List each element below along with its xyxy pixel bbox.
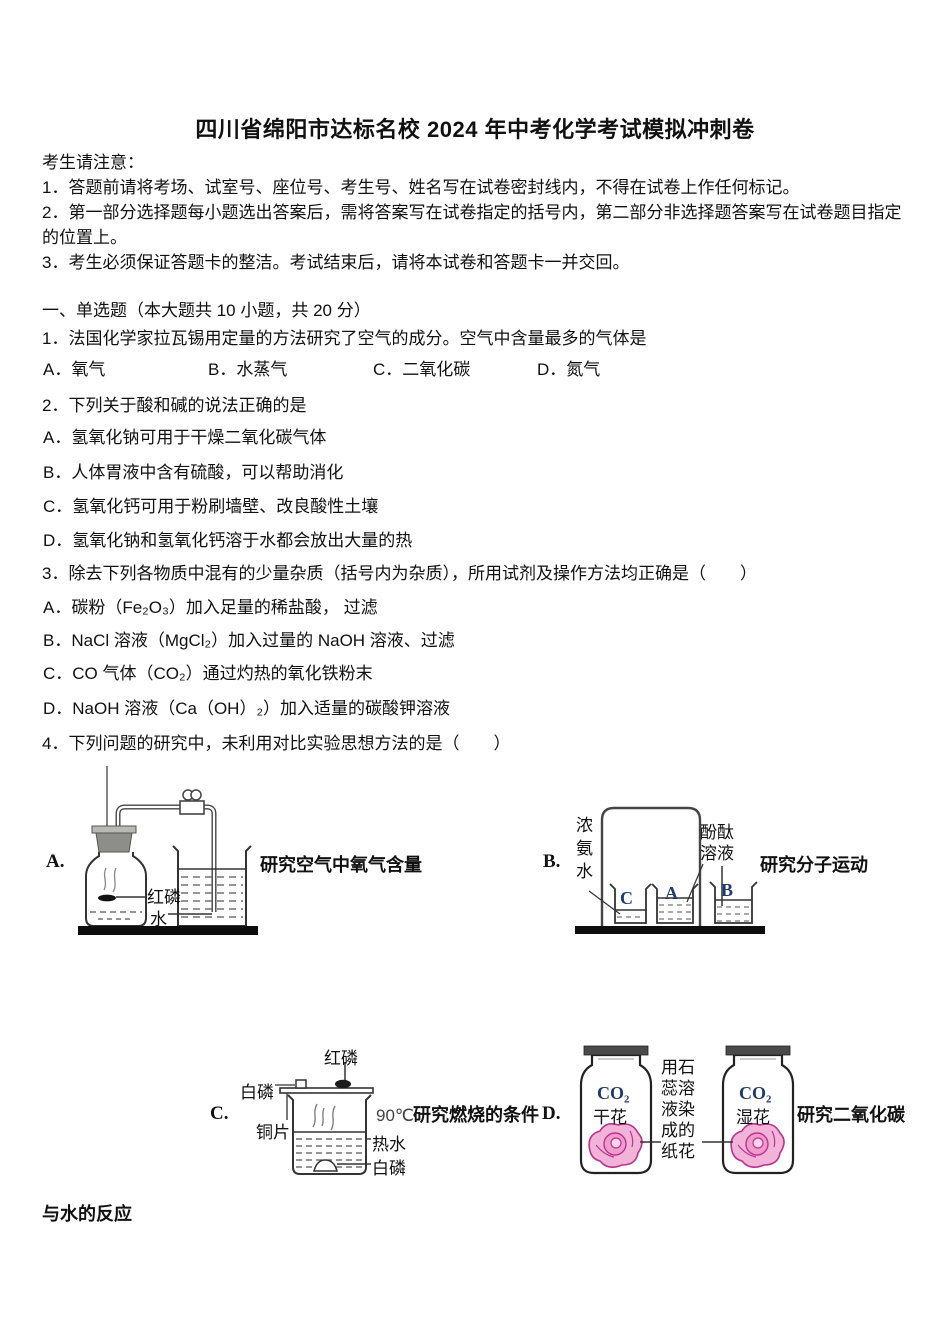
hot-water-beaker <box>287 1094 372 1175</box>
diagram-d-wet-flower-label: 湿花 <box>736 1108 770 1127</box>
ammonia-leader <box>588 890 621 915</box>
paper-flower-wet <box>730 1123 785 1169</box>
paper-flower-dry <box>588 1123 643 1169</box>
notice-block: 考生请注意： 1．答题前请将考场、试室号、座位号、考生号、姓名写在试卷密封线内，… <box>42 150 904 275</box>
copper-sheet <box>279 1087 374 1094</box>
diagram-d-paper-flowers-note: 用石蕊溶液染成的纸花 <box>661 1058 695 1161</box>
stopcock-body <box>179 800 205 815</box>
notice-item-3: 3．考生必须保证答题卡的整洁。考试结束后，请将本试卷和答题卡一并交回。 <box>42 253 630 272</box>
beaker-a <box>651 883 699 924</box>
covering-jar <box>600 806 702 928</box>
diagram-d-co2-left-label: CO₂ <box>597 1083 630 1103</box>
diagram-d-caption: 研究二氧化碳 <box>797 1105 905 1125</box>
q2-stem: 2．下列关于酸和碱的说法正确的是 <box>42 396 307 415</box>
rubber-stopper <box>91 825 137 834</box>
notice-item-2: 2．第一部分选择题每小题选出答案后，需将答案写在试卷指定的括号内，第二部分非选择… <box>42 203 902 247</box>
diagram-b-beaker-b-label: B <box>721 880 734 900</box>
diagram-b-ammonia-label: 浓氨水 <box>573 816 592 885</box>
diagram-c-letter: C. <box>210 1103 229 1124</box>
smoke-wisp <box>103 867 107 891</box>
diagram-b-beaker-c-label: C <box>620 888 633 908</box>
diagram-c-caption: 研究燃烧的条件 <box>413 1105 539 1125</box>
q2-option-a: A．氢氧化钠可用于干燥二氧化碳气体 <box>43 428 327 447</box>
q3-option-a: A．碳粉（Fe₂O₃）加入足量的稀盐酸， 过滤 <box>43 598 378 617</box>
diagram-d-apparatus <box>579 1045 795 1175</box>
notice-item-1: 1．答题前请将考场、试室号、座位号、考生号、姓名写在试卷密封线内，不得在试卷上作… <box>42 178 800 197</box>
table-surface <box>575 926 765 934</box>
diagram-c-hot-water-label: 热水 <box>372 1135 406 1154</box>
diagram-d-caption-continuation: 与水的反应 <box>42 1204 132 1224</box>
q3-option-b: B．NaCl 溶液（MgCl₂）加入过量的 NaOH 溶液、过滤 <box>43 631 455 650</box>
diagram-c-white-phosphorus-top-label: 白磷 <box>240 1083 274 1102</box>
table-surface <box>78 926 258 935</box>
white-phosphorus-underwater <box>313 1159 338 1172</box>
q2-option-d: D．氢氧化钠和氢氧化钙溶于水都会放出大量的热 <box>43 531 413 550</box>
section-header: 一、单选题（本大题共 10 小题，共 20 分） <box>42 301 371 320</box>
bottle-lid-left <box>583 1045 649 1056</box>
q4-stem: 4．下列问题的研究中，未利用对比实验思想方法的是（ ） <box>42 734 511 753</box>
q3-stem: 3．除去下列各物质中混有的少量杂质（括号内为杂质），所用试剂及操作方法均正确是（… <box>42 564 757 583</box>
beaker-c <box>609 883 652 924</box>
diagram-c-white-phosphorus-bottom-label: 白磷 <box>372 1159 406 1178</box>
steam-wisp <box>312 1103 318 1128</box>
diagram-c-temperature-label: 90℃ <box>376 1106 415 1125</box>
diagram-d-co2-right-label: CO₂ <box>739 1083 772 1103</box>
q1-option-a: A．氧气 <box>43 360 106 379</box>
diagram-c-copper-sheet-label: 铜片 <box>256 1123 290 1142</box>
diagram-c-apparatus <box>275 1062 374 1175</box>
diagram-b-letter: B. <box>543 851 561 872</box>
diagram-b-caption: 研究分子运动 <box>760 855 868 875</box>
q3-option-c: C．CO 气体（CO₂）通过灼热的氧化铁粉末 <box>43 664 373 683</box>
diagram-c-red-phosphorus-label: 红磷 <box>324 1049 358 1068</box>
diagram-b-apparatus <box>575 806 765 934</box>
page-title: 四川省绵阳市达标名校 2024 年中考化学考试模拟冲刺卷 <box>195 117 755 142</box>
diagram-b-phenolphthalein-label: 酚酞溶液 <box>700 823 734 863</box>
red-phosphorus-spoon <box>98 894 116 902</box>
q1-stem: 1．法国化学家拉瓦锡用定量的方法研究了空气的成分。空气中含量最多的气体是 <box>42 329 647 348</box>
q1-option-b: B．水蒸气 <box>208 360 288 379</box>
bottle-lid-right <box>725 1045 791 1056</box>
gas-bottle <box>85 852 147 927</box>
diagram-a-apparatus <box>78 766 258 935</box>
phenolphthalein-leader-a <box>686 863 704 903</box>
q1-option-c: C．二氧化碳 <box>373 360 471 379</box>
q3-option-d: D．NaOH 溶液（Ca（OH）₂）加入适量的碳酸钾溶液 <box>43 699 451 718</box>
diagram-d-dry-flower-label: 干花 <box>593 1108 627 1127</box>
q2-option-b: B．人体胃液中含有硫酸，可以帮助消化 <box>43 463 344 482</box>
notice-header: 考生请注意： <box>42 153 144 172</box>
q2-option-c: C．氢氧化钙可用于粉刷墙壁、改良酸性土壤 <box>43 497 379 516</box>
diagram-b-beaker-a-label: A <box>665 883 678 903</box>
white-phosphorus-sample <box>295 1079 307 1089</box>
diagram-a-caption: 研究空气中氧气含量 <box>260 855 422 875</box>
q1-option-d: D．氮气 <box>537 360 601 379</box>
diagram-d-letter: D. <box>542 1103 561 1124</box>
red-phosphorus-sample <box>335 1079 351 1089</box>
beaker-b <box>709 881 758 924</box>
diagram-a-water-label: 水 <box>150 910 167 929</box>
diagram-a-letter: A. <box>46 851 65 872</box>
diagram-a-red-phosphorus-label: 红磷 <box>147 888 181 907</box>
